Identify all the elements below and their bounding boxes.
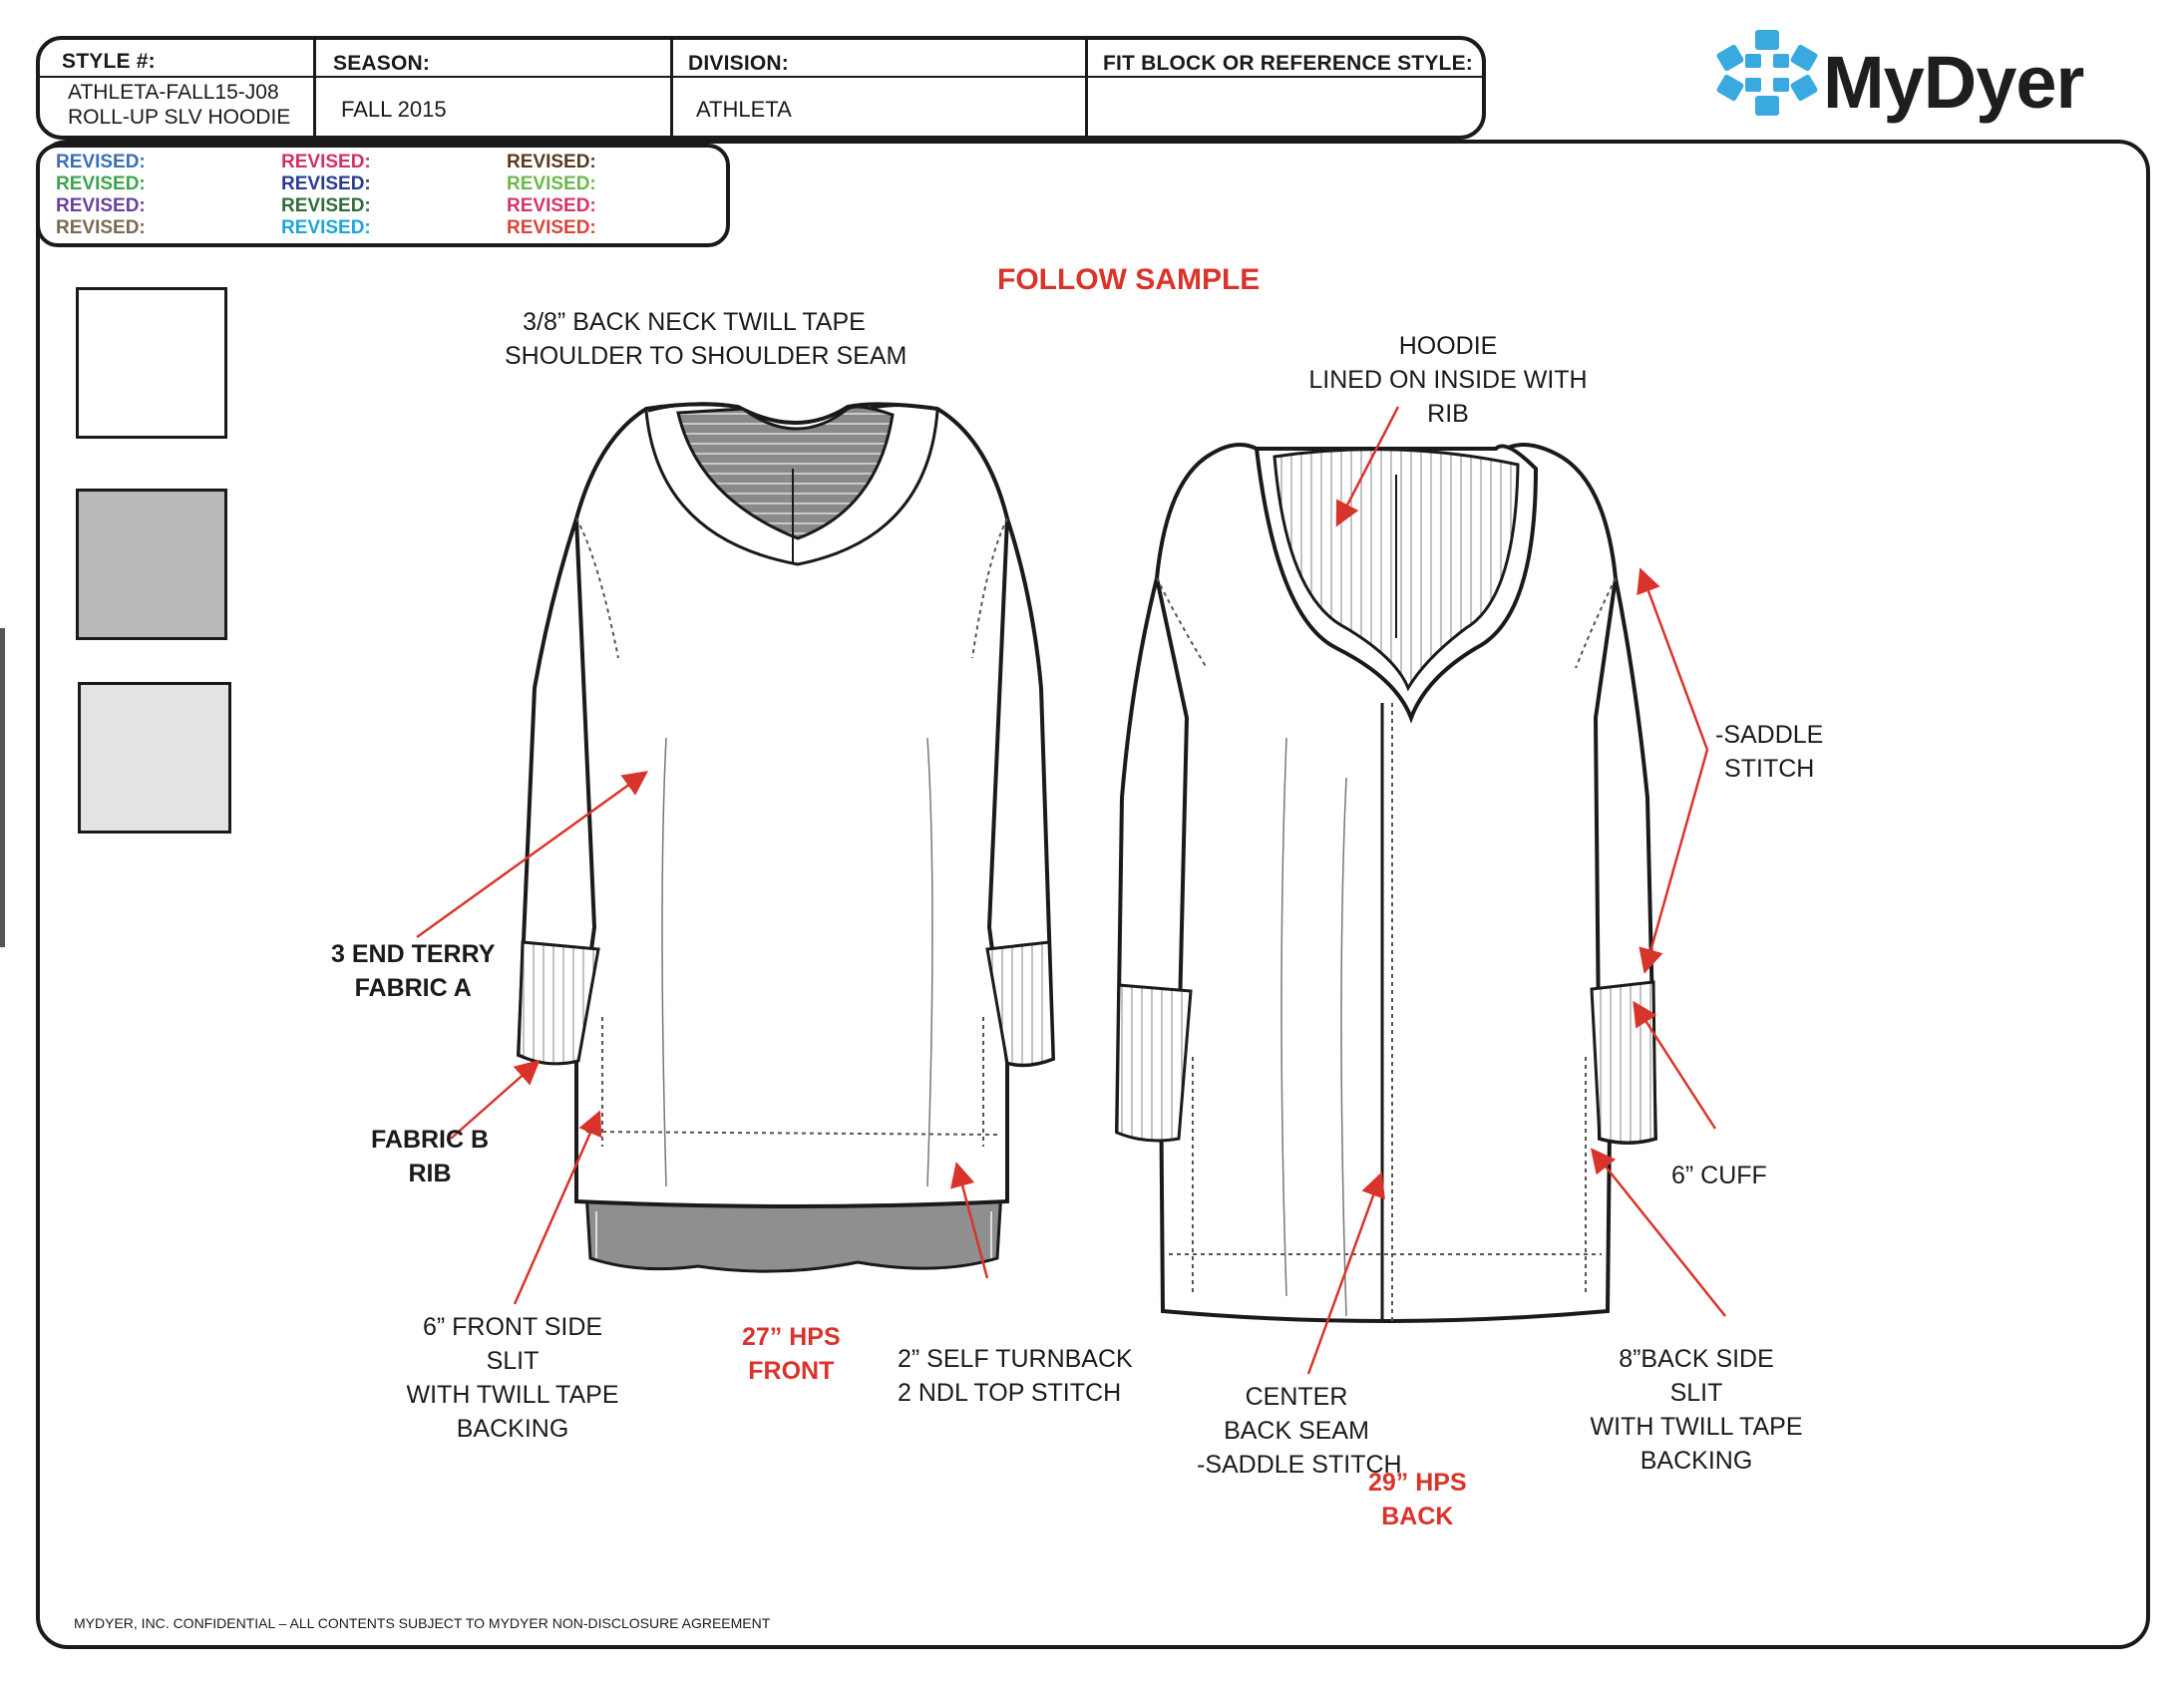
front-view-sketch bbox=[516, 402, 1056, 1273]
note-line: RIB bbox=[408, 1160, 452, 1187]
revision-label: REVISED: bbox=[507, 217, 596, 238]
follow-sample-note: FOLLOW SAMPLE bbox=[997, 263, 1261, 296]
note-line: 8”BACK SIDE bbox=[1619, 1345, 1774, 1373]
header-divider bbox=[40, 76, 1482, 78]
note-line: BACK SEAM bbox=[1224, 1417, 1369, 1445]
revision-item: REVISED: REVISED: REVISED: REVISED: bbox=[281, 152, 371, 239]
header-col-divider bbox=[1085, 36, 1088, 140]
note-line: SLIT bbox=[1669, 1379, 1723, 1407]
note-line: 3/8” BACK NECK TWILL TAPE bbox=[523, 308, 866, 336]
left-edge-tab bbox=[0, 628, 5, 947]
revision-item: REVISED: REVISED: REVISED: REVISED: bbox=[56, 152, 146, 239]
front-slit-note: 6” FRONT SIDE SLIT WITH TWILL TAPE BACKI… bbox=[397, 1310, 628, 1446]
note-line: BACKING bbox=[1639, 1447, 1753, 1475]
style-value: ATHLETA-FALL15-J08 ROLL-UP SLV HOODIE bbox=[68, 80, 290, 130]
back-view-sketch bbox=[1114, 443, 1658, 1323]
fabric-b-note: FABRIC B RIB bbox=[371, 1123, 489, 1190]
confidential-footer: MYDYER, INC. CONFIDENTIAL – ALL CONTENTS… bbox=[74, 1615, 771, 1631]
division-value: ATHLETA bbox=[696, 97, 792, 122]
revision-label: REVISED: bbox=[507, 173, 596, 194]
revision-label: REVISED: bbox=[281, 195, 371, 216]
cuff-note: 6” CUFF bbox=[1671, 1162, 1767, 1189]
note-line: 6” FRONT SIDE bbox=[422, 1313, 603, 1341]
back-slit-note: 8”BACK SIDE SLIT WITH TWILL TAPE BACKING bbox=[1586, 1342, 1807, 1478]
hps-back-note: 29” HPS BACK bbox=[1368, 1466, 1467, 1533]
division-label: DIVISION: bbox=[688, 52, 789, 75]
note-line: CENTER bbox=[1245, 1383, 1348, 1411]
note-line: FABRIC A bbox=[354, 974, 472, 1002]
season-label: SEASON: bbox=[333, 52, 431, 75]
note-line: FRONT bbox=[748, 1357, 835, 1385]
revision-label: REVISED: bbox=[281, 217, 371, 238]
note-line: HOODIE bbox=[1398, 332, 1498, 360]
fabric-swatch-gray bbox=[76, 489, 227, 640]
season-value: FALL 2015 bbox=[341, 97, 447, 122]
snowflake-logo-icon bbox=[1716, 30, 1818, 116]
note-line: STITCH bbox=[1724, 755, 1815, 783]
fabric-swatch-white bbox=[76, 287, 227, 439]
note-line: RIB bbox=[1427, 400, 1469, 428]
header-col-divider bbox=[313, 36, 316, 140]
note-line: SLIT bbox=[486, 1347, 540, 1375]
saddle-stitch-note: -SADDLE STITCH bbox=[1715, 718, 1823, 786]
revision-label: REVISED: bbox=[56, 152, 146, 172]
turnback-note: 2” SELF TURNBACK 2 NDL TOP STITCH bbox=[898, 1342, 1133, 1410]
header-box bbox=[36, 36, 1486, 140]
neck-tape-note: 3/8” BACK NECK TWILL TAPE SHOULDER TO SH… bbox=[505, 305, 908, 373]
note-line: 2” SELF TURNBACK bbox=[898, 1345, 1133, 1373]
revision-label: REVISED: bbox=[56, 217, 146, 238]
annotation-arrows bbox=[416, 406, 1726, 1375]
revision-label: REVISED: bbox=[281, 152, 371, 172]
note-line: WITH TWILL TAPE bbox=[1590, 1413, 1803, 1441]
note-line: WITH TWILL TAPE bbox=[406, 1381, 619, 1409]
note-line: 27” HPS bbox=[742, 1323, 841, 1351]
note-line: -SADDLE STITCH bbox=[1197, 1451, 1402, 1479]
logo-wordmark: MyDyer bbox=[1823, 41, 2084, 124]
revision-label: REVISED: bbox=[507, 195, 596, 216]
center-back-seam-note: CENTER BACK SEAM -SADDLE STITCH bbox=[1197, 1380, 1402, 1482]
fit-block-label: FIT BLOCK OR REFERENCE STYLE: bbox=[1103, 52, 1473, 75]
note-line: 3 END TERRY bbox=[331, 940, 496, 968]
note-line: BACK bbox=[1381, 1503, 1454, 1530]
style-label: STYLE #: bbox=[62, 50, 156, 73]
note-line: -SADDLE bbox=[1715, 721, 1824, 749]
revision-label: REVISED: bbox=[56, 195, 146, 216]
note-line: FABRIC B bbox=[371, 1126, 490, 1154]
header-col-divider bbox=[670, 36, 673, 140]
note-line: SHOULDER TO SHOULDER SEAM bbox=[505, 342, 908, 370]
note-line: 2 NDL TOP STITCH bbox=[898, 1379, 1122, 1407]
revision-item: REVISED: REVISED: REVISED: REVISED: bbox=[507, 152, 596, 239]
terry-fabric-note: 3 END TERRY FABRIC A bbox=[331, 937, 495, 1005]
revision-label: REVISED: bbox=[507, 152, 596, 172]
style-line: ATHLETA-FALL15-J08 bbox=[68, 81, 279, 104]
main-frame bbox=[36, 140, 2150, 1649]
revision-label: REVISED: bbox=[56, 173, 146, 194]
fabric-swatch-light-gray bbox=[78, 682, 231, 834]
hps-front-note: 27” HPS FRONT bbox=[742, 1320, 841, 1388]
note-line: LINED ON INSIDE WITH bbox=[1308, 366, 1588, 394]
style-line: ROLL-UP SLV HOODIE bbox=[68, 106, 291, 129]
note-line: BACKING bbox=[456, 1415, 569, 1443]
revision-label: REVISED: bbox=[281, 173, 371, 194]
revision-box bbox=[36, 144, 730, 247]
note-line: 29” HPS bbox=[1368, 1469, 1467, 1497]
hoodie-note: HOODIE LINED ON INSIDE WITH RIB bbox=[1288, 329, 1608, 431]
